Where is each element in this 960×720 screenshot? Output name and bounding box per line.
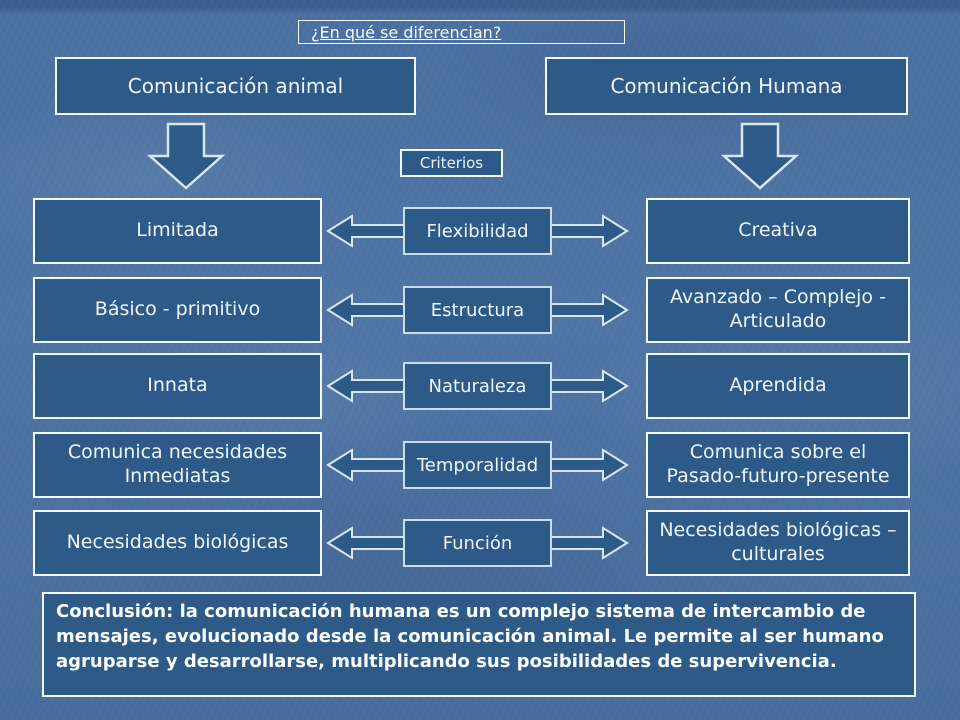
criterion-box: Estructura — [403, 286, 552, 334]
animal-trait: Innata — [33, 353, 322, 419]
arrow-left-icon — [326, 291, 406, 329]
slide-title-box: ¿En qué se diferencian? — [298, 20, 625, 44]
conclusion-box: Conclusión: la comunicación humana es un… — [42, 592, 916, 697]
down-arrow-icon — [146, 122, 226, 192]
slide-title: ¿En qué se diferencian? — [311, 22, 502, 42]
animal-trait: Necesidades biológicas — [33, 510, 322, 576]
arrow-left-icon — [326, 212, 406, 250]
arrow-left-icon — [326, 367, 406, 405]
arrow-right-icon — [549, 524, 629, 562]
comparison-row: Necesidades biológicas Función Necesidad… — [0, 510, 960, 576]
human-trait: Avanzado – Complejo - Articulado — [646, 277, 910, 343]
animal-trait: Comunica necesidades Inmediatas — [33, 432, 322, 498]
criteria-label: Criterios — [400, 149, 503, 177]
arrow-right-icon — [549, 212, 629, 250]
animal-trait: Básico - primitivo — [33, 277, 322, 343]
arrow-left-icon — [326, 446, 406, 484]
arrow-right-icon — [549, 367, 629, 405]
comparison-row: Básico - primitivo Estructura Avanzado –… — [0, 277, 960, 343]
criterion-box: Función — [403, 519, 552, 567]
human-trait: Comunica sobre el Pasado-futuro-presente — [646, 432, 910, 498]
animal-trait: Limitada — [33, 198, 322, 264]
arrow-right-icon — [549, 291, 629, 329]
header-animal-communication: Comunicación animal — [55, 57, 416, 115]
criterion-box: Flexibilidad — [403, 207, 552, 255]
comparison-row: Innata Naturaleza Aprendida — [0, 353, 960, 419]
comparison-row: Comunica necesidades Inmediatas Temporal… — [0, 432, 960, 498]
human-trait: Creativa — [646, 198, 910, 264]
arrow-left-icon — [326, 524, 406, 562]
human-trait: Necesidades biológicas – culturales — [646, 510, 910, 576]
down-arrow-icon — [720, 122, 800, 192]
comparison-row: Limitada Flexibilidad Creativa — [0, 198, 960, 264]
human-trait: Aprendida — [646, 353, 910, 419]
header-human-communication: Comunicación Humana — [545, 57, 908, 115]
arrow-right-icon — [549, 446, 629, 484]
criterion-box: Naturaleza — [403, 362, 552, 410]
criterion-box: Temporalidad — [403, 441, 552, 489]
